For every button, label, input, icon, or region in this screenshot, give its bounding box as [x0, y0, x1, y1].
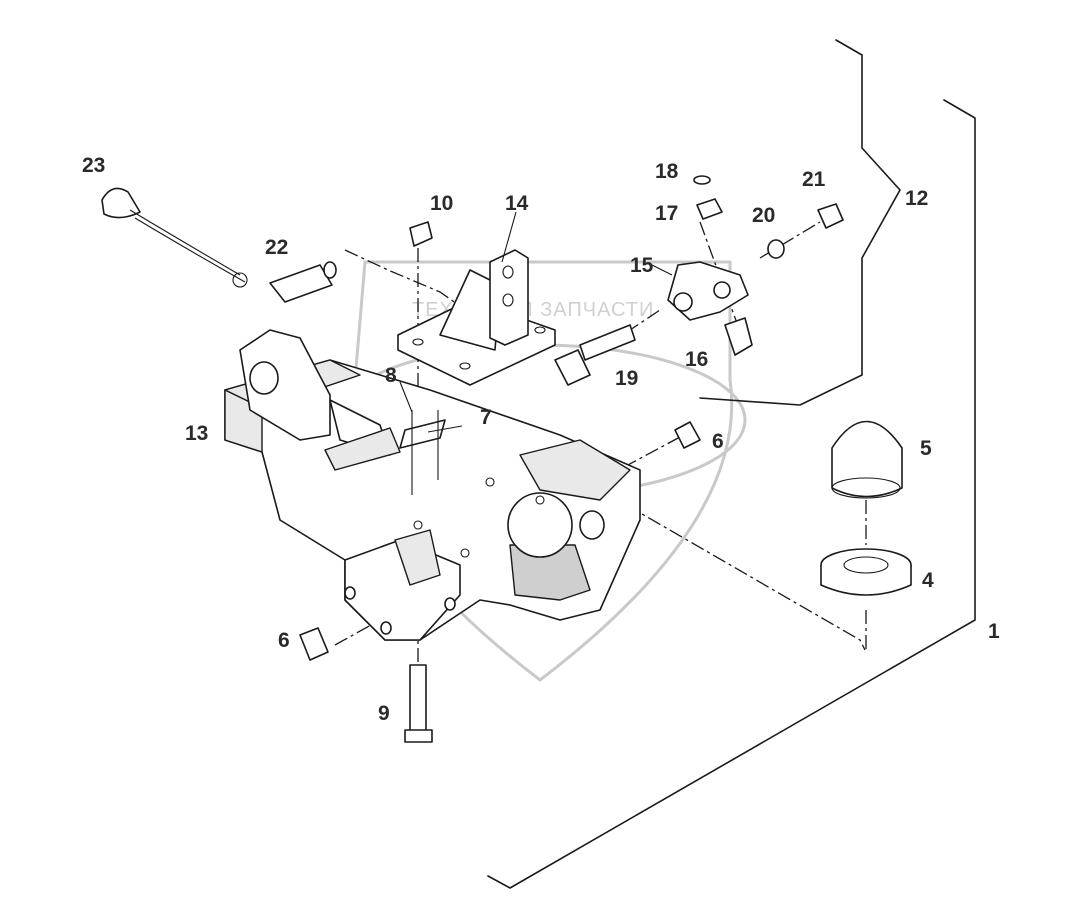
- nut-21: [817, 203, 844, 229]
- clip-23: [101, 187, 248, 288]
- washer-20: [767, 239, 785, 259]
- bracket-14: [397, 249, 556, 386]
- label-1: 1: [988, 620, 1000, 643]
- label-20: 20: [752, 204, 775, 227]
- plug-6-lower: [299, 627, 329, 661]
- label-8: 8: [385, 364, 397, 387]
- washer-18: [693, 175, 711, 185]
- cap-5: [831, 420, 903, 499]
- label-5: 5: [920, 437, 932, 460]
- label-9: 9: [378, 702, 390, 725]
- axis-ball: [539, 454, 866, 651]
- label-7: 7: [480, 406, 492, 429]
- leader-15: [651, 264, 673, 276]
- bolt-19: [554, 324, 636, 386]
- label-14: 14: [505, 192, 529, 215]
- tow-ball: [507, 492, 591, 601]
- label-6-lower: 6: [278, 629, 290, 652]
- nut-17: [696, 198, 723, 220]
- nut-10: [409, 221, 433, 247]
- label-21: 21: [802, 168, 826, 191]
- label-23: 23: [82, 154, 105, 177]
- label-15: 15: [630, 254, 654, 277]
- ring-4: [820, 548, 912, 596]
- label-4: 4: [922, 569, 934, 592]
- hook-15: [667, 261, 749, 321]
- label-17: 17: [655, 202, 678, 225]
- axis-plug-lower: [334, 619, 381, 646]
- label-19: 19: [615, 367, 638, 390]
- bolt-16: [724, 317, 753, 356]
- label-18: 18: [655, 160, 679, 183]
- label-22: 22: [265, 236, 288, 259]
- leader-7: [427, 425, 463, 433]
- label-16: 16: [685, 348, 708, 371]
- pin-22: [269, 261, 337, 303]
- label-13: 13: [185, 422, 208, 445]
- plug-6-upper: [674, 421, 701, 449]
- leader-8: [399, 381, 413, 413]
- label-10: 10: [430, 192, 453, 215]
- plate-7: [399, 410, 446, 495]
- bolt-9: [404, 664, 433, 743]
- bracket-12: [699, 39, 901, 406]
- label-6-upper: 6: [712, 430, 724, 453]
- bracket-1: [487, 99, 976, 889]
- label-12: 12: [905, 187, 928, 210]
- leader-14: [501, 211, 517, 263]
